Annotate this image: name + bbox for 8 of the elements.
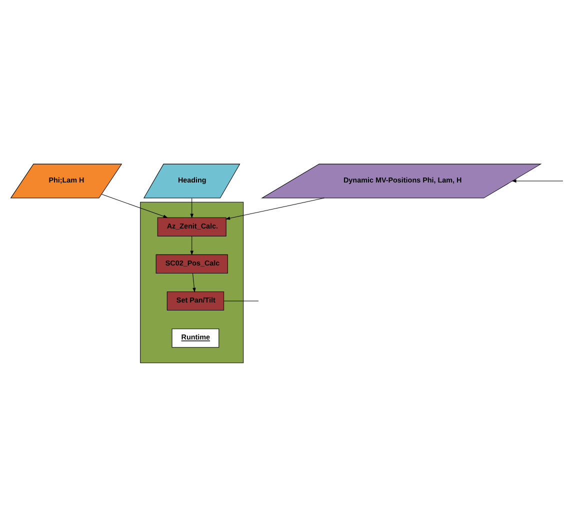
cluster [140, 202, 244, 364]
arrow [190, 236, 194, 256]
arrow [190, 198, 194, 218]
connector [224, 300, 259, 302]
arrow [512, 179, 564, 183]
arrow [101, 194, 168, 218]
arrow [192, 273, 196, 292]
arrow [225, 198, 325, 220]
